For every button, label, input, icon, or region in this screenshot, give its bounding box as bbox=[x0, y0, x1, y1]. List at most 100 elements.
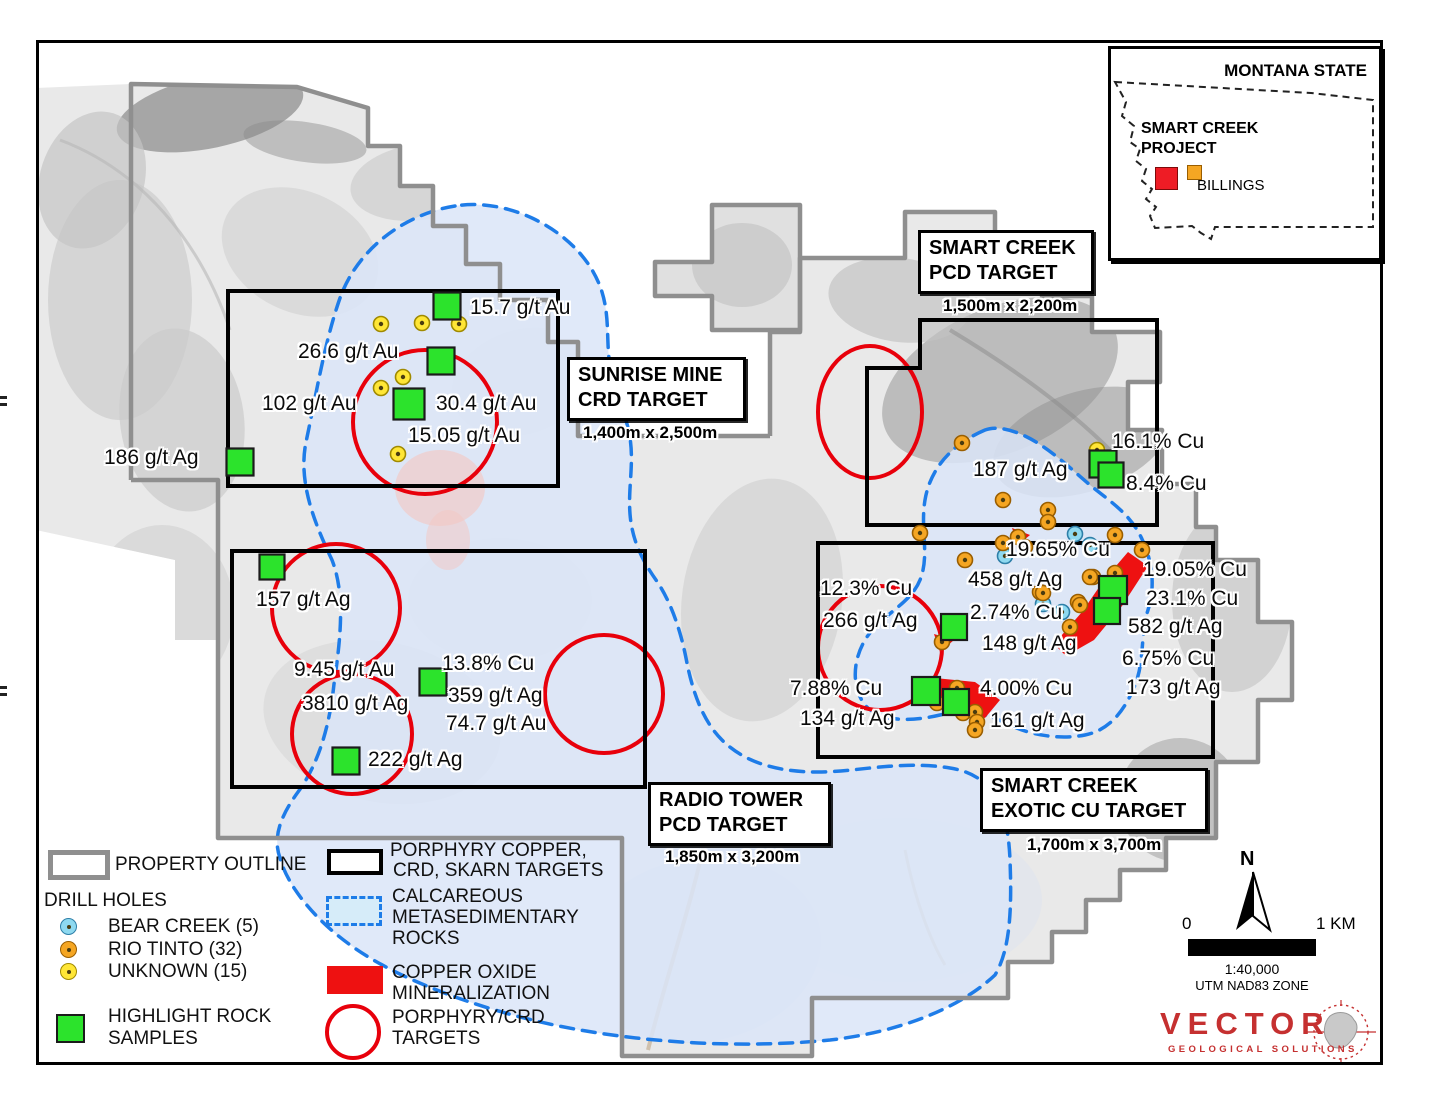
drill-hole-bear-creek bbox=[1081, 536, 1099, 554]
drill-hole-rio-tinto bbox=[994, 534, 1012, 552]
target-title: SUNRISE MINE bbox=[578, 364, 723, 386]
rock-sample-square bbox=[418, 667, 448, 697]
legend-calc-2: METASEDIMENTARY bbox=[392, 907, 579, 928]
sample-label: 2.74% Cu bbox=[970, 601, 1063, 624]
property-outline-swatch bbox=[48, 850, 110, 880]
clipped-coordinate-mark bbox=[0, 396, 7, 410]
project-location-marker bbox=[1155, 167, 1178, 190]
inset-billings-label: BILLINGS bbox=[1197, 177, 1265, 194]
inset-project-label: SMART CREEK PROJECT bbox=[1141, 119, 1258, 159]
inset-project-line1: SMART CREEK bbox=[1141, 120, 1259, 137]
target-title: CRD TARGET bbox=[578, 389, 708, 411]
sample-label: 582 g/t Ag bbox=[1128, 615, 1223, 638]
sample-label: 26.6 g/t Au bbox=[298, 340, 399, 363]
drill-hole-rio-tinto bbox=[956, 551, 974, 569]
drill-hole-bear-creek bbox=[1066, 525, 1084, 543]
sample-label: 222 g/t Ag bbox=[368, 748, 463, 771]
drill-hole-rio-tinto bbox=[1081, 568, 1099, 586]
sample-label: 186 g/t Ag bbox=[104, 446, 199, 469]
legend-bear-creek: BEAR CREEK (5) bbox=[108, 916, 259, 937]
rock-sample-square bbox=[941, 687, 971, 717]
legend-targets-1: PORPHYRY/CRD bbox=[392, 1007, 545, 1028]
scale-datum-label: UTM NAD83 ZONE bbox=[1195, 978, 1309, 993]
north-arrow-icon bbox=[1236, 871, 1272, 933]
sample-label: 15.05 g/t Au bbox=[408, 424, 521, 447]
legend-oxide-2: MINERALIZATION bbox=[392, 983, 550, 1004]
scale-ratio-label: 1:40,000 bbox=[1224, 961, 1280, 977]
bear-creek-dot-icon bbox=[60, 918, 77, 935]
radio-tower-target-outline bbox=[230, 549, 647, 789]
sample-label: 359 g/t Ag bbox=[448, 684, 543, 707]
sample-label: 8.4% Cu bbox=[1126, 472, 1207, 495]
drill-hole-rio-tinto bbox=[1039, 513, 1057, 531]
drill-hole-rio-tinto bbox=[1133, 541, 1151, 559]
legend-targets-2: TARGETS bbox=[392, 1028, 481, 1049]
sample-label: 187 g/t Ag bbox=[973, 458, 1068, 481]
scale-zero-label: 0 bbox=[1182, 914, 1192, 933]
legend-highlight-2: SAMPLES bbox=[108, 1028, 198, 1049]
sample-label: 458 g/t Ag bbox=[968, 568, 1063, 591]
drill-hole-rio-tinto bbox=[911, 524, 929, 542]
legend-calc-1: CALCAREOUS bbox=[392, 886, 523, 907]
legend-rio-tinto: RIO TINTO (32) bbox=[108, 939, 243, 960]
drill-hole-rio-tinto bbox=[953, 434, 971, 452]
sample-label: 12.3% Cu bbox=[820, 577, 913, 600]
north-label: N bbox=[1240, 848, 1255, 870]
radio-tower-target-label: RADIO TOWER PCD TARGET bbox=[648, 782, 831, 846]
rock-sample-square bbox=[331, 746, 361, 776]
montana-inset-map: MONTANA STATE SMART CREEK PROJECT BILLIN… bbox=[1108, 46, 1382, 261]
sample-label: 13.8% Cu bbox=[442, 652, 535, 675]
sample-label: 19.05% Cu bbox=[1143, 558, 1247, 581]
pcd-target-outline bbox=[865, 318, 1159, 527]
legend-unknown: UNKNOWN (15) bbox=[108, 961, 248, 982]
radio-tower-target-dims: 1,850m x 3,200m bbox=[665, 847, 800, 866]
pcd-target-dims: 1,500m x 2,200m bbox=[943, 296, 1078, 315]
scale-km-label: 1 KM bbox=[1316, 914, 1356, 933]
rock-sample-square bbox=[1092, 596, 1122, 626]
sample-label: 3810 g/t Ag bbox=[302, 692, 409, 715]
sunrise-target-dims: 1,400m x 2,500m bbox=[583, 423, 718, 442]
highlight-rock-sample-swatch bbox=[56, 1014, 85, 1043]
clipped-coordinate-mark bbox=[0, 686, 7, 700]
vector-logo-tagline: GEOLOGICAL SOLUTIONS bbox=[1168, 1044, 1358, 1055]
exotic-cu-target-label: SMART CREEK EXOTIC CU TARGET bbox=[980, 768, 1208, 832]
rock-sample-square bbox=[939, 612, 969, 642]
drill-hole-rio-tinto bbox=[1016, 538, 1034, 556]
sample-label: 9.45 g/t Au bbox=[294, 658, 395, 681]
legend-calc-3: ROCKS bbox=[392, 928, 460, 949]
rock-sample-square bbox=[426, 346, 456, 376]
sunrise-target-outline bbox=[226, 289, 560, 488]
pcd-target-label: SMART CREEK PCD TARGET bbox=[918, 230, 1094, 294]
drill-hole-unknown bbox=[394, 368, 412, 386]
calcareous-swatch bbox=[326, 896, 382, 926]
drill-hole-rio-tinto bbox=[1106, 526, 1124, 544]
scale-bar bbox=[1188, 939, 1316, 956]
rock-samples-layer bbox=[225, 291, 1129, 776]
sunrise-target-label: SUNRISE MINE CRD TARGET bbox=[567, 357, 746, 421]
exotic-cu-target-dims: 1,700m x 3,700m bbox=[1027, 835, 1162, 854]
rock-sample-square bbox=[392, 387, 426, 421]
drill-hole-rio-tinto bbox=[994, 491, 1012, 509]
legend-highlight-1: HIGHLIGHT ROCK bbox=[108, 1006, 272, 1027]
porphyry-crd-circle-swatch bbox=[325, 1004, 381, 1060]
target-title: SMART CREEK bbox=[991, 775, 1138, 797]
legend-property-outline: PROPERTY OUTLINE bbox=[115, 854, 307, 875]
sample-label: 134 g/t Ag bbox=[800, 707, 895, 730]
copper-oxide-swatch bbox=[327, 966, 383, 994]
drill-hole-unknown bbox=[372, 315, 390, 333]
drill-hole-unknown bbox=[389, 445, 407, 463]
rock-sample-square bbox=[910, 675, 942, 707]
drill-hole-rio-tinto bbox=[1034, 584, 1052, 602]
sample-label: 161 g/t Ag bbox=[990, 709, 1085, 732]
sample-label: 23.1% Cu bbox=[1146, 587, 1239, 610]
sample-label: 30.4 g/t Au bbox=[436, 392, 537, 415]
sample-label: 266 g/t Ag bbox=[823, 609, 918, 632]
drill-hole-rio-tinto bbox=[1061, 618, 1079, 636]
drill-hole-bear-creek bbox=[1053, 603, 1071, 621]
target-title: RADIO TOWER bbox=[659, 789, 804, 811]
drill-hole-rio-tinto bbox=[1071, 596, 1089, 614]
sample-label: 173 g/t Ag bbox=[1126, 676, 1221, 699]
sample-label: 157 g/t Ag bbox=[256, 588, 351, 611]
rock-sample-square bbox=[1097, 461, 1125, 489]
